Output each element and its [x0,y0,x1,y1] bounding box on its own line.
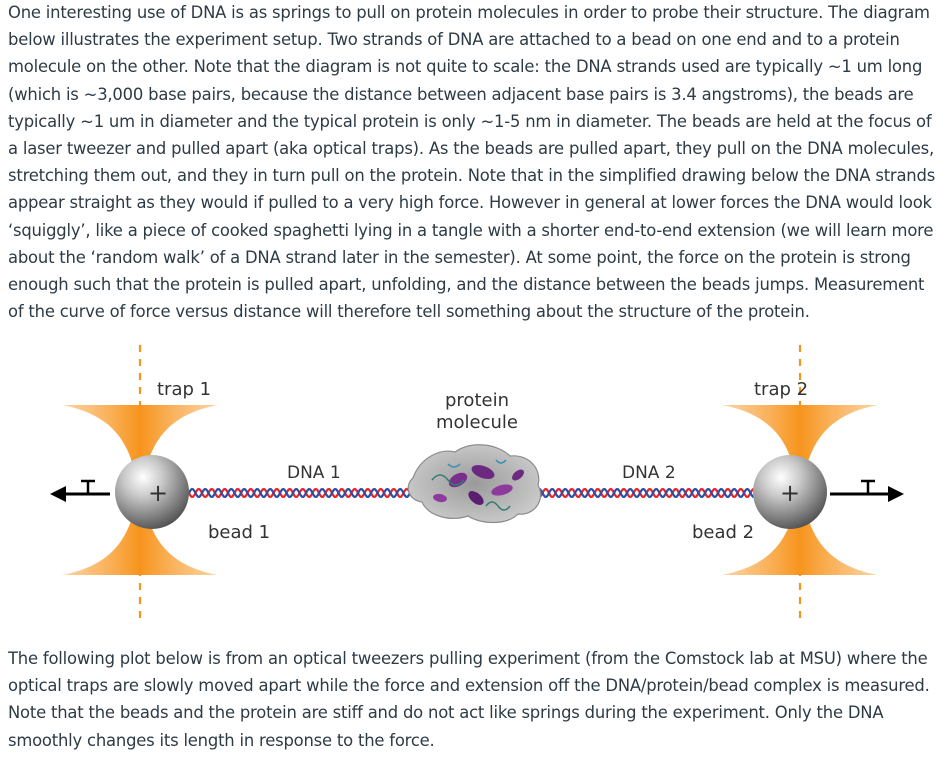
dna-1-strand [188,487,419,499]
protein-molecule [407,444,542,524]
tension-arrow-left [50,479,110,502]
bead-1-label: bead 1 [208,522,270,543]
protein-label-line1: protein [445,390,509,411]
dna-2-strand [535,487,755,499]
protein-label-line2: molecule [436,412,518,433]
bead-2-plus-symbol: + [780,479,800,507]
dna-2-label: DNA 2 [622,463,676,483]
trap-1-label: trap 1 [157,379,211,400]
bead-2-label: bead 2 [692,522,754,543]
bead-1: + [115,455,189,529]
followup-paragraph: The following plot below is from an opti… [8,649,930,750]
optical-trap-diagram: + + trap 1 trap 2 protein molecule DNA 1… [50,345,904,625]
bead-1-plus-symbol: + [148,479,168,507]
intro-paragraph: One interesting use of DNA is as springs… [8,3,936,322]
trap-2-label: trap 2 [754,379,808,400]
dna-1-label: DNA 1 [287,463,341,483]
tension-arrow-right [830,479,904,502]
bead-2: + [753,455,827,529]
